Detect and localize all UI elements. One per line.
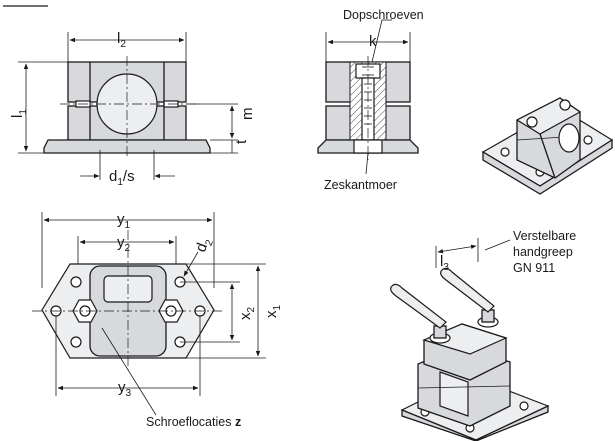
- section-view: [317, 19, 419, 175]
- isometric-view-clamp: [481, 97, 614, 195]
- dim-l1: l1: [9, 109, 29, 118]
- isometric-view-handles: [390, 238, 550, 441]
- handle-left: [390, 283, 447, 329]
- dim-d1s: d1/s: [109, 168, 135, 188]
- front-view: [18, 32, 238, 180]
- dim-x2: x2: [237, 307, 257, 321]
- dim-d2: d2: [192, 235, 216, 255]
- dim-line-l3: [437, 244, 477, 254]
- label-handgreep: handgreep: [513, 245, 573, 259]
- label-gn911: GN 911: [513, 261, 555, 275]
- dim-l3: l3: [440, 253, 449, 273]
- label-dopschroeven: Dopschroeven: [343, 8, 424, 22]
- label-verstelbare: Verstelbare: [513, 229, 576, 243]
- label-schroeflocaties: Schroeflocaties z: [146, 415, 241, 429]
- dim-x1: x1: [263, 305, 283, 319]
- dim-m: m: [239, 108, 256, 121]
- top-view: [32, 212, 266, 416]
- dim-y2: y2: [117, 234, 131, 254]
- dim-l2: l2: [117, 30, 126, 50]
- dim-k: k: [369, 33, 377, 50]
- iso-bore: [558, 123, 580, 153]
- label-zeskantmoer: Zeskantmoer: [324, 178, 397, 192]
- dim-t: t: [233, 139, 250, 144]
- dim-y1: y1: [117, 211, 131, 231]
- handle-right: [440, 267, 495, 313]
- dim-y3: y3: [118, 379, 132, 399]
